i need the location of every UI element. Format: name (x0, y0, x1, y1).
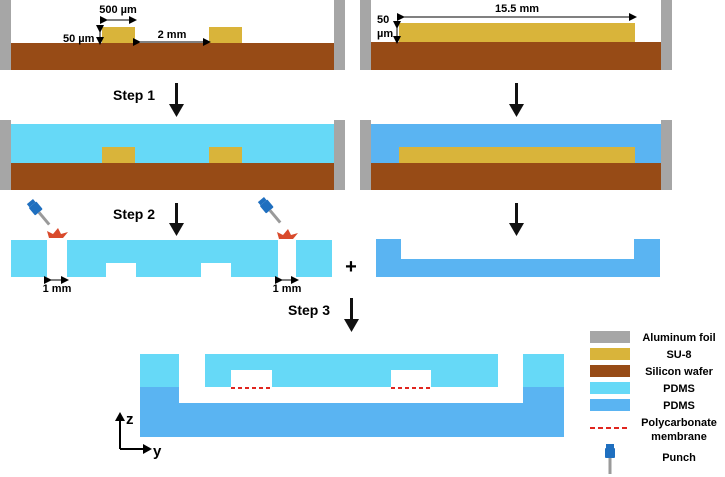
step2-arrow-right (509, 203, 524, 236)
pdms-top-middle (205, 354, 498, 387)
pdms-top-left-pillar (140, 354, 179, 387)
y-axis-label: y (153, 443, 162, 460)
legend: Aluminum foil SU-8 Silicon wafer PDMS PD… (590, 331, 717, 474)
mold-right-initial: 15.5 mm 50 µm (360, 0, 672, 70)
mold-left-with-pdms (0, 120, 345, 190)
legend-label-aluminum-foil: Aluminum foil (642, 332, 715, 344)
pdms-bottom-layer (376, 239, 660, 277)
legend-swatch-aluminum-foil (590, 331, 630, 343)
slab-length-label: 15.5 mm (495, 3, 539, 15)
legend-label-pdms-light: PDMS (663, 383, 695, 395)
aluminum-foil-right-wall (334, 0, 345, 70)
su8-feature-2 (209, 27, 242, 43)
aluminum-foil-left-wall (0, 120, 11, 190)
aluminum-foil-left-wall (360, 0, 371, 70)
silicon-wafer (371, 42, 661, 70)
slab-height-label-line2: µm (377, 28, 393, 40)
mold-right-with-pdms (360, 120, 672, 190)
legend-label-membrane-line1: Polycarbonate (641, 417, 717, 429)
su8-slab (399, 147, 635, 163)
pdms-piece-middle (67, 240, 278, 277)
punch-icon (26, 198, 54, 228)
step2-label: Step 2 (113, 206, 155, 222)
su8-feature-1 (102, 27, 135, 43)
feature-height-label: 50 µm (63, 33, 95, 45)
aluminum-foil-left-wall (360, 120, 371, 190)
step1-arrow-left (169, 83, 184, 117)
slab-height-label-line1: 50 (377, 14, 389, 26)
aluminum-foil-right-wall (661, 120, 672, 190)
punch-mark-left (47, 228, 68, 238)
silicon-wafer (371, 163, 661, 190)
pdms-bottom-layer (140, 387, 564, 437)
punched-pdms-top-layer: 1 mm 1 mm (11, 240, 332, 295)
punch-icon (257, 196, 285, 226)
punch-icon (605, 444, 615, 474)
pdms-layer (11, 124, 334, 163)
aluminum-foil-right-wall (661, 0, 672, 70)
legend-swatch-su8 (590, 348, 630, 360)
pdms-piece-right (296, 240, 332, 277)
su8-slab (399, 23, 635, 42)
su8-feature-2 (209, 147, 242, 163)
legend-swatch-pdms-dark (590, 399, 630, 411)
legend-label-membrane-line2: membrane (651, 431, 707, 443)
legend-label-punch: Punch (662, 452, 696, 464)
plus-sign: + (345, 256, 357, 278)
aluminum-foil-right-wall (334, 120, 345, 190)
hole-offset-left-label: 1 mm (43, 283, 72, 295)
hole-offset-right-label: 1 mm (273, 283, 302, 295)
su8-feature-1 (102, 147, 135, 163)
silicon-wafer (11, 163, 334, 190)
z-axis-label: z (126, 411, 134, 428)
punch-mark-right (277, 229, 298, 239)
mold-left-initial: 500 µm 50 µm 2 mm (0, 0, 345, 70)
feature-width-label: 500 µm (99, 4, 137, 16)
feature-gap-label: 2 mm (158, 29, 187, 41)
pdms-piece-left (11, 240, 47, 277)
assembled-device (140, 354, 564, 437)
step3-label: Step 3 (288, 302, 330, 318)
step3-arrow (344, 298, 359, 332)
legend-swatch-silicon-wafer (590, 365, 630, 377)
step1-label: Step 1 (113, 87, 155, 103)
legend-label-pdms-dark: PDMS (663, 400, 695, 412)
legend-label-silicon-wafer: Silicon wafer (645, 366, 714, 378)
aluminum-foil-left-wall (0, 0, 11, 70)
axis-indicator: z y (115, 411, 162, 460)
step2-arrow-left (169, 203, 184, 236)
legend-label-su8: SU-8 (666, 349, 691, 361)
legend-swatch-pdms-light (590, 382, 630, 394)
silicon-wafer (11, 43, 334, 70)
step1-arrow-right (509, 83, 524, 117)
pdms-top-right-pillar (523, 354, 564, 387)
